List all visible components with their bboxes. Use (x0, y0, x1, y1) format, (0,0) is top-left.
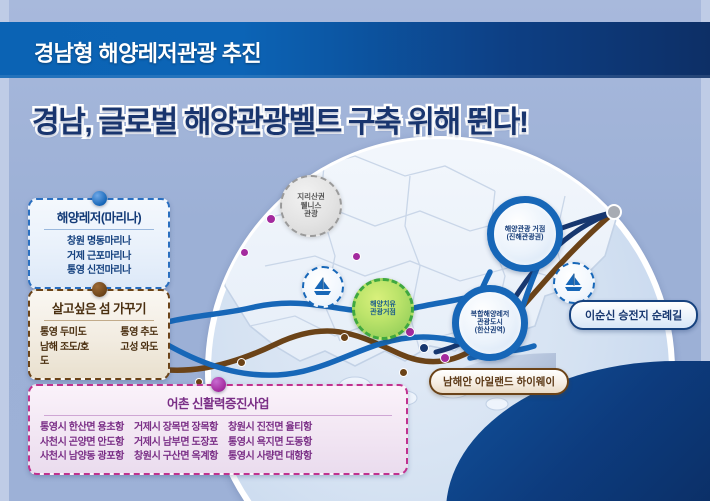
header-bar (0, 22, 710, 78)
map-node-dot (240, 248, 249, 257)
island-box-title: 살고싶은 섬 가꾸기 (52, 302, 146, 316)
fishing-box-title: 어촌 신활력증진사업 (167, 397, 269, 411)
list-item: 남해 조도/호도 (40, 341, 89, 368)
marina-box-divider (44, 229, 154, 230)
sailboat-glyph (314, 277, 331, 295)
label-yisunsin-pilgrimage[interactable]: 이순신 승전지 순례길 (569, 300, 699, 330)
sailboat-glyph (565, 273, 582, 291)
hub-jinhae-tourism[interactable]: 해양관광 거점 (진해관광권) (487, 196, 563, 272)
info-box-marina[interactable]: 해양레저(마리나) 창원 명동마리나 거제 근포마리나 통영 신전마리나 (28, 198, 170, 289)
list-item: 통영 신전마리나 (67, 265, 131, 276)
hub-jinhae-line-1: 해양관광 거점 (504, 226, 546, 234)
list-item: 고성 와도 (120, 341, 158, 353)
island-column-left: 통영 두미도 남해 조도/호도 (40, 326, 95, 370)
marina-box-knob-icon (92, 191, 107, 206)
map-node-dot (340, 333, 349, 342)
label-yisunsin-text: 이순신 승전지 순례길 (585, 310, 683, 322)
label-island-highway-text: 남해안 아일랜드 하이웨이 (443, 376, 556, 388)
page-title: 경남형 해양레저관광 추진 (34, 41, 262, 66)
fishing-column-3: 창원시 진전면 율티항 통영시 욕지면 도동항 통영시 사량면 대항항 (228, 421, 312, 465)
island-box-knob-icon (92, 282, 107, 297)
map-node-dot (352, 252, 361, 261)
info-box-fishing-village[interactable]: 어촌 신활력증진사업 통영시 한산면 용초항 사천시 곤양면 안도항 사천시 남… (28, 384, 408, 475)
hub-wellness-line-1: 지리산권 (297, 192, 325, 202)
hub-wellness-line-2: 웰니스 (300, 200, 322, 210)
map-node-dot (237, 358, 246, 367)
list-item: 거제시 남부면 도장포 (133, 436, 218, 448)
list-item: 거제 근포마리나 (67, 250, 131, 262)
hub-healing-line-1: 해양치유 (370, 301, 396, 309)
sailboat-icon (553, 262, 595, 304)
hub-jinhae-line-2: (진해관광권) (506, 234, 544, 241)
hub-hansan-line-2: 관광도시 (477, 319, 503, 327)
hub-wellness[interactable]: 지리산권 웰니스 관광 (280, 175, 342, 237)
fishing-column-1: 통영시 한산면 용초항 사천시 곤양면 안도항 사천시 남양동 광포항 (40, 421, 124, 465)
list-item: 통영 추도 (120, 327, 158, 338)
list-item: 사천시 곤양면 안도항 (40, 436, 124, 448)
hub-hansan-line-3: (한산권역) (474, 326, 506, 334)
map-node-dot (419, 343, 429, 353)
island-column-right: 통영 추도 고성 와도 (103, 326, 158, 370)
fishing-column-2: 거제시 장목면 장목항 거제시 남부면 도장포 창원시 구산면 옥계항 (134, 421, 218, 465)
map-node-dot (405, 327, 415, 337)
list-item: 통영시 사량면 대항항 (227, 451, 312, 462)
hub-hansan-line-1: 복합해양레저 (470, 311, 510, 319)
list-item: 통영 두미도 (40, 327, 87, 338)
right-edge-strip (701, 0, 710, 501)
list-item: 통영시 욕지면 도동항 (227, 436, 312, 448)
map-node-dot (440, 353, 450, 363)
hub-hansan-resort-city[interactable]: 복합해양레저 관광도시 (한산권역) (452, 285, 528, 361)
marina-box-body: 창원 명동마리나 거제 근포마리나 통영 신전마리나 (40, 235, 158, 279)
list-item: 창원 명동마리나 (67, 236, 131, 247)
map-stage: 지리산권 웰니스 관광 해양치유 관광거점 해양관광 거점 (진해관광권) 복합… (0, 130, 710, 501)
list-item: 창원시 구산면 옥계항 (133, 451, 218, 462)
hub-marine-healing[interactable]: 해양치유 관광거점 (352, 278, 414, 340)
marina-box-title: 해양레저(마리나) (56, 211, 142, 225)
info-box-island[interactable]: 살고싶은 섬 가꾸기 통영 두미도 남해 조도/호도 통영 추도 고성 와도 (28, 289, 170, 380)
fishing-box-divider (44, 415, 392, 416)
map-node-dot (266, 214, 276, 224)
left-edge-strip (0, 0, 9, 501)
headline: 경남, 글로벌 해양관광벨트 구축 위해 뛴다! (30, 104, 532, 142)
label-island-highway[interactable]: 남해안 아일랜드 하이웨이 (429, 368, 570, 395)
fishing-box-knob-icon (211, 377, 226, 392)
list-item: 통영시 한산면 용초항 (40, 422, 124, 433)
sailboat-icon (302, 266, 344, 308)
fishing-box-body: 통영시 한산면 용초항 사천시 곤양면 안도항 사천시 남양동 광포항 거제시 … (40, 421, 396, 465)
hub-healing-line-2: 관광거점 (370, 309, 396, 316)
island-box-body: 통영 두미도 남해 조도/호도 통영 추도 고성 와도 (40, 326, 158, 370)
hub-wellness-line-3: 관광 (304, 209, 318, 219)
list-item: 거제시 장목면 장목항 (133, 422, 218, 433)
list-item: 사천시 남양동 광포항 (40, 451, 124, 462)
list-item: 창원시 진전면 율티항 (227, 422, 312, 433)
map-node-dot (399, 368, 408, 377)
island-box-divider (44, 320, 154, 321)
